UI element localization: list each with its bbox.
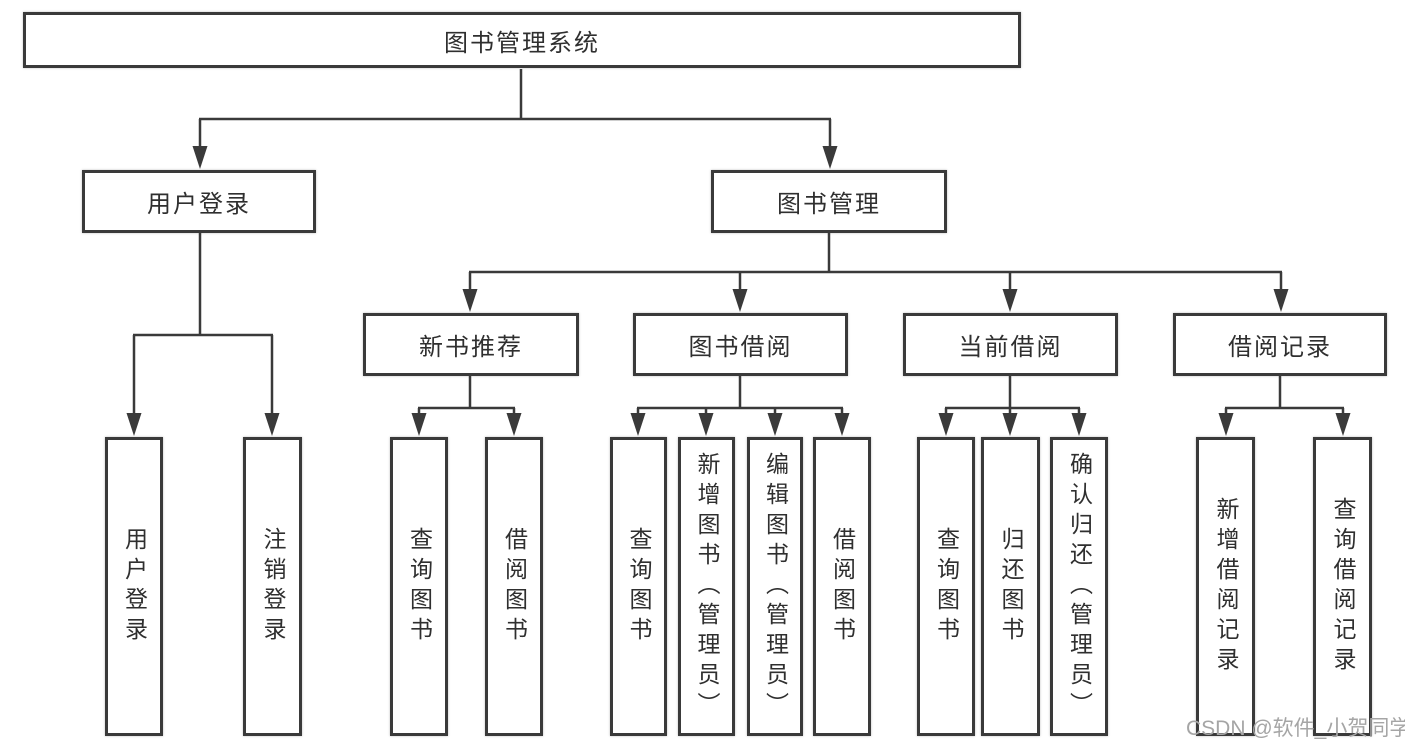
node-label: 借阅图书: [829, 526, 856, 647]
node-leaf-borrow-books-1: 借阅图书: [485, 437, 543, 736]
node-leaf-query-books-1: 查询图书: [390, 437, 448, 736]
node-leaf-confirm-return-admin: 确认归还（管理员）: [1050, 437, 1108, 736]
node-leaf-query-borrow-record: 查询借阅记录: [1313, 437, 1372, 736]
node-label: 新增图书（管理员）: [694, 451, 720, 722]
node-library-management-system: 图书管理系统: [23, 12, 1021, 68]
node-label: 编辑图书（管理员）: [762, 451, 789, 722]
node-label: 确认归还（管理员）: [1066, 451, 1093, 722]
node-leaf-query-books-2: 查询图书: [610, 437, 667, 736]
node-leaf-add-books-admin: 新增图书（管理员）: [678, 437, 735, 736]
node-leaf-borrow-books-2: 借阅图书: [813, 437, 871, 736]
node-book-borrow: 图书借阅: [633, 313, 848, 376]
node-label: 查询图书: [933, 526, 960, 647]
node-label: 新增借阅记录: [1213, 496, 1239, 677]
node-label: 归还图书: [998, 526, 1024, 647]
watermark-text: CSDN @软件_小贺同学: [1186, 717, 1405, 740]
node-label: 借阅图书: [501, 526, 528, 647]
node-leaf-logout: 注销登录: [243, 437, 302, 736]
node-label: 查询借阅记录: [1330, 496, 1356, 677]
node-label: 查询图书: [406, 526, 433, 647]
node-new-book-recommend: 新书推荐: [363, 313, 579, 376]
node-leaf-add-borrow-record: 新增借阅记录: [1196, 437, 1255, 736]
node-label: 新书推荐: [419, 334, 523, 361]
node-leaf-return-books: 归还图书: [981, 437, 1040, 736]
node-label: 注销登录: [260, 526, 286, 647]
node-leaf-query-books-3: 查询图书: [917, 437, 975, 736]
node-label: 用户登录: [121, 526, 148, 647]
node-label: 图书借阅: [688, 334, 793, 361]
node-leaf-edit-books-admin: 编辑图书（管理员）: [747, 437, 803, 736]
node-label: 图书管理: [777, 191, 881, 218]
node-user-login: 用户登录: [82, 170, 316, 233]
node-book-management: 图书管理: [711, 170, 947, 233]
node-label: 当前借阅: [958, 334, 1063, 361]
node-label: 借阅记录: [1228, 334, 1332, 361]
node-label: 查询图书: [626, 526, 652, 647]
node-label: 用户登录: [147, 191, 251, 218]
node-current-borrow: 当前借阅: [903, 313, 1118, 376]
node-label: 图书管理系统: [444, 29, 600, 57]
node-borrow-record: 借阅记录: [1173, 313, 1387, 376]
node-leaf-user-login: 用户登录: [105, 437, 163, 736]
